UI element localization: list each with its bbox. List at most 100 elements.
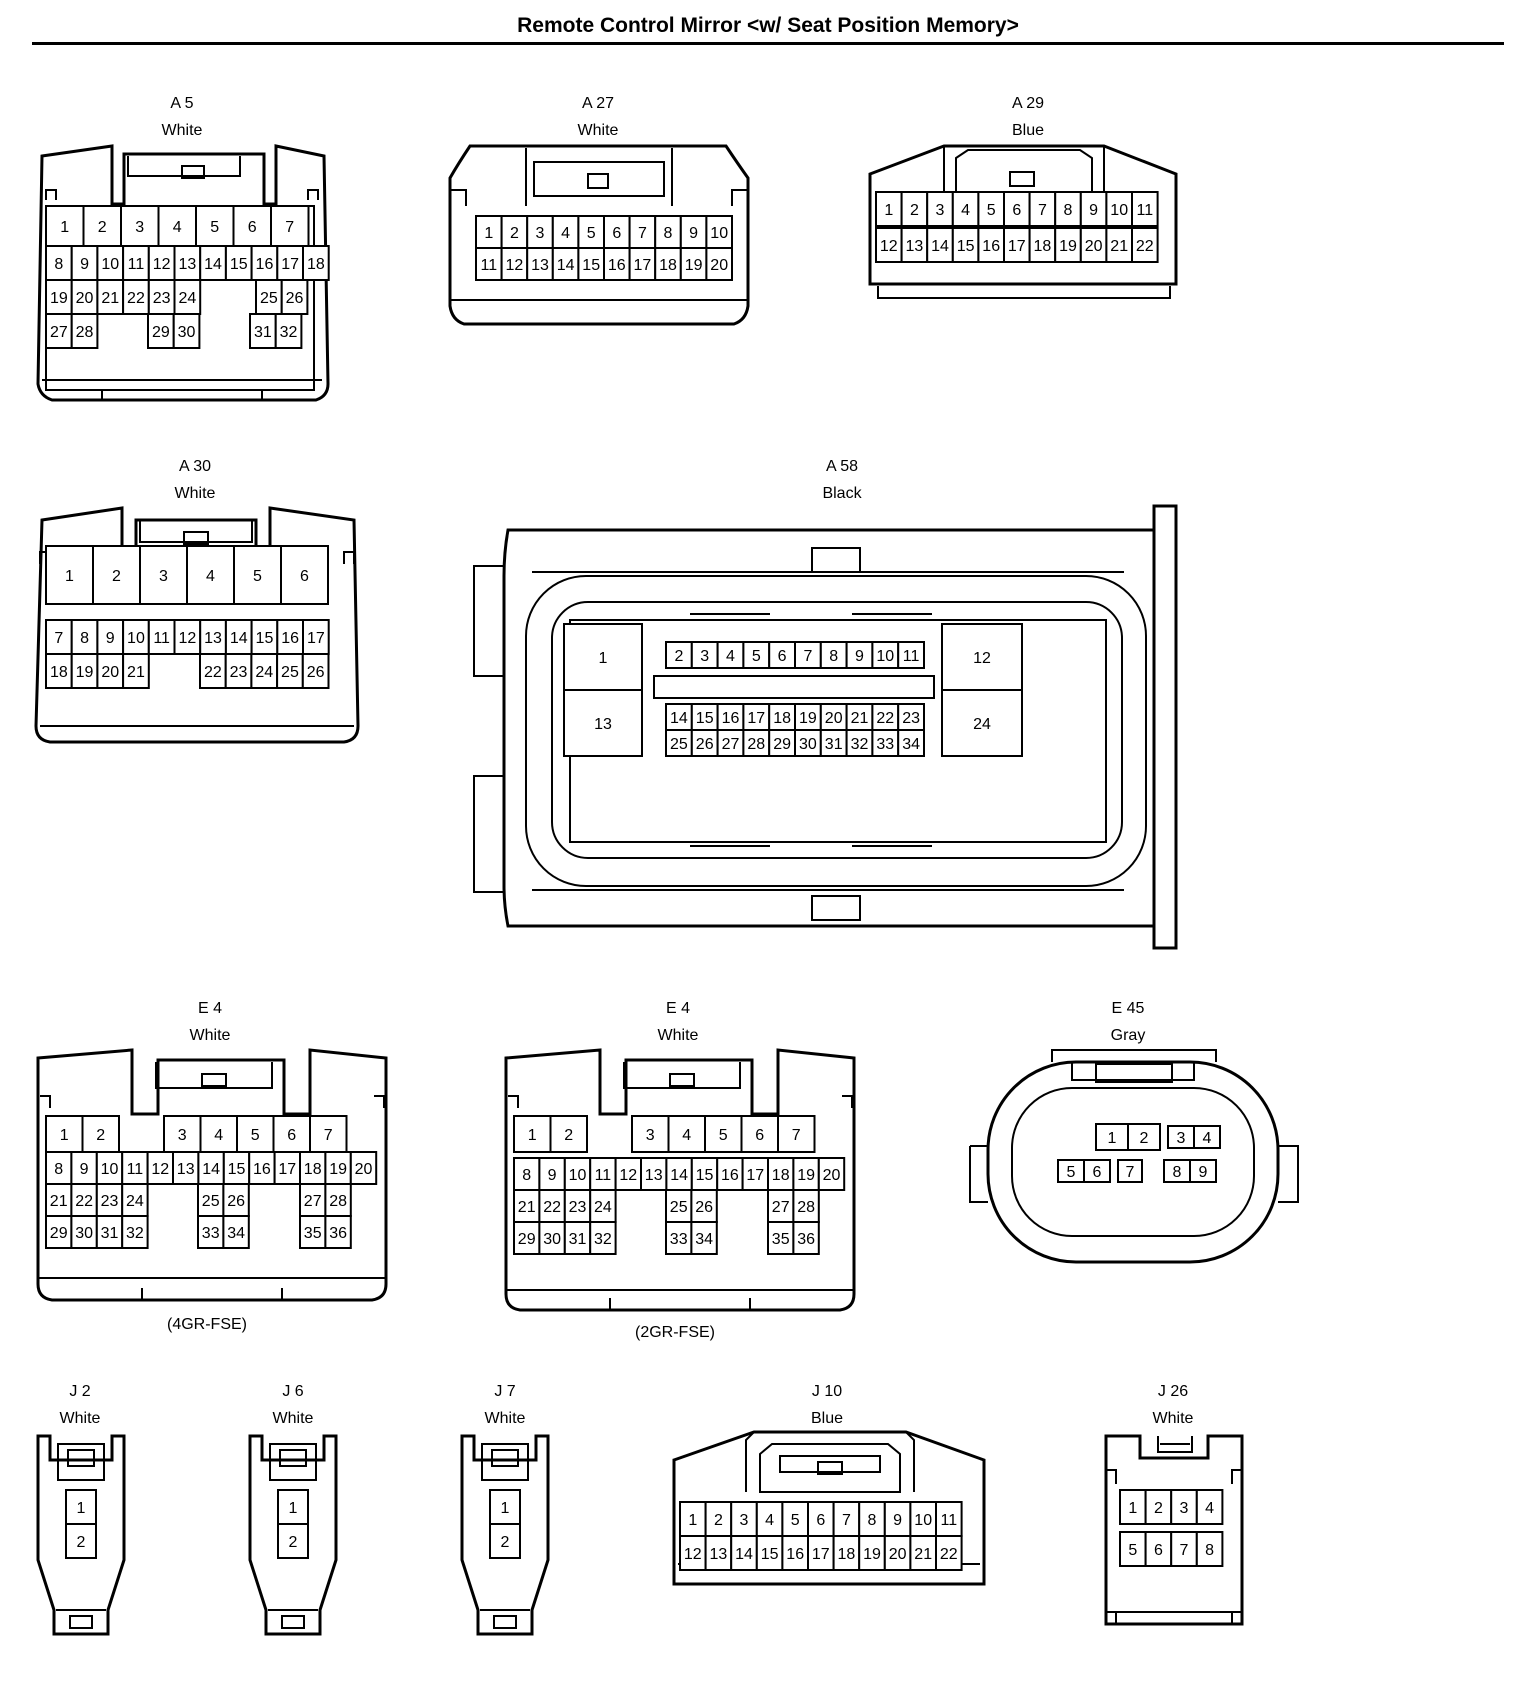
pin-number: 34: [227, 1225, 245, 1242]
pin-cell: [500, 247, 529, 281]
pin-number: 10: [710, 225, 728, 242]
pin-number: 26: [695, 1199, 713, 1216]
pin-cell: [232, 205, 272, 247]
pin-cell: [1105, 191, 1133, 227]
pin-cell: [45, 279, 73, 315]
pin-number: 16: [982, 238, 1000, 255]
pin-number: 17: [281, 256, 299, 273]
pin-number: 34: [902, 736, 920, 753]
pin-number: 21: [914, 1546, 932, 1563]
pin-number: 10: [101, 256, 119, 273]
pin-number: 13: [710, 1546, 728, 1563]
pin-number: 13: [594, 716, 612, 733]
pin-number: 7: [638, 225, 647, 242]
pin-number: 3: [1180, 1500, 1189, 1517]
pin-cell: [1117, 1159, 1143, 1183]
connector-color: White: [161, 122, 203, 139]
pin-number: 32: [594, 1231, 612, 1248]
pin-number: 11: [1136, 202, 1153, 219]
pin-number: 17: [307, 630, 325, 647]
pin-cell: [489, 1523, 521, 1559]
pin-cell: [309, 1115, 348, 1153]
pin-number: 19: [50, 290, 68, 307]
pin-cell: [1131, 227, 1159, 263]
pin-number: 7: [285, 219, 294, 236]
pin-cell: [1054, 227, 1082, 263]
pin-number: 17: [1008, 238, 1026, 255]
pin-cell: [274, 313, 303, 349]
pin-number: 20: [825, 710, 843, 727]
pin-number: 31: [569, 1231, 587, 1248]
pin-number: 6: [1093, 1164, 1102, 1181]
pin-cell: [513, 1157, 541, 1191]
pin-cell: [1144, 1531, 1173, 1567]
pin-number: 5: [587, 225, 596, 242]
pin-cell: [222, 1215, 250, 1249]
pin-cell: [324, 1183, 352, 1217]
pin-number: 3: [536, 225, 545, 242]
pin-cell: [45, 653, 73, 689]
pin-number: 29: [152, 324, 170, 341]
pin-number: 10: [127, 630, 145, 647]
pin-number: 5: [253, 568, 262, 585]
pin-number: 8: [829, 648, 838, 665]
pin-number: 13: [531, 257, 549, 274]
pin-cell: [222, 1151, 251, 1185]
pin-number: 8: [54, 256, 63, 273]
pin-cell: [704, 1535, 733, 1571]
pin-cell: [1195, 1489, 1224, 1525]
pin-cell: [1189, 1159, 1217, 1183]
pin-number: 25: [670, 736, 688, 753]
pin-cell: [1083, 1159, 1111, 1183]
pin-number: 12: [151, 1161, 169, 1178]
pin-cell: [679, 1501, 707, 1537]
pin-cell: [767, 1221, 795, 1255]
pin-number: 20: [76, 290, 94, 307]
pin-number: 3: [1177, 1130, 1186, 1147]
pin-cell: [276, 653, 304, 689]
pin-number: 9: [80, 256, 89, 273]
pin-number: 9: [106, 630, 115, 647]
pin-number: 29: [518, 1231, 536, 1248]
pin-number: 18: [50, 664, 68, 681]
pin-number: 8: [1173, 1164, 1182, 1181]
pin-cell: [628, 215, 657, 249]
pin-cell: [248, 1151, 276, 1185]
pin-number: 12: [153, 256, 171, 273]
pin-number: 22: [940, 1546, 958, 1563]
pin-number: 31: [101, 1225, 119, 1242]
pin-number: 8: [1205, 1542, 1214, 1559]
pin-number: 2: [564, 1127, 573, 1144]
pin-number: 22: [75, 1193, 93, 1210]
pin-number: 15: [761, 1546, 779, 1563]
pin-number: 20: [1085, 238, 1103, 255]
pin-cell: [70, 1183, 98, 1217]
pin-number: 7: [792, 1127, 801, 1144]
pin-number: 14: [931, 238, 949, 255]
pin-cell: [563, 623, 643, 691]
pin-number: 25: [202, 1193, 220, 1210]
pin-cell: [740, 1115, 779, 1153]
pin-number: 17: [812, 1546, 830, 1563]
pin-number: 6: [300, 568, 309, 585]
pin-cell: [1195, 1531, 1224, 1567]
pin-number: 29: [773, 736, 791, 753]
pin-number: 13: [645, 1167, 663, 1184]
pin-number: 7: [1038, 202, 1047, 219]
pin-number: 2: [289, 1534, 298, 1551]
pin-number: 20: [823, 1167, 841, 1184]
pin-cell: [280, 545, 329, 605]
pin-number: 6: [1012, 202, 1021, 219]
pin-number: 17: [746, 1167, 764, 1184]
pin-number: 16: [256, 256, 274, 273]
pin-cell: [977, 191, 1006, 227]
connector-id: A 30: [178, 458, 212, 475]
pin-number: 3: [135, 219, 144, 236]
pin-number: 5: [752, 648, 761, 665]
